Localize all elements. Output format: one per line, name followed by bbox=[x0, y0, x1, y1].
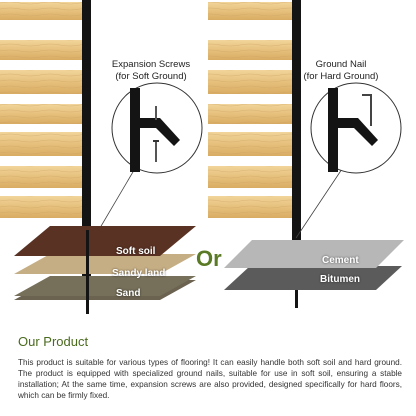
right-fence-post bbox=[292, 0, 301, 268]
caption-title: Ground Nail bbox=[315, 59, 367, 70]
soft-soil-layer bbox=[14, 226, 196, 256]
ground-nail-caption: Ground Nail (for Hard Ground) bbox=[286, 59, 396, 83]
expansion-screws-caption: Expansion Screws (for Soft Ground) bbox=[96, 59, 206, 83]
product-section: Our Product This product is suitable for… bbox=[18, 334, 402, 401]
ground-nail-detail bbox=[310, 82, 402, 174]
caption-title: Expansion Screws bbox=[111, 59, 191, 70]
bitumen-label: Bitumen bbox=[320, 274, 360, 285]
cement-layer bbox=[224, 240, 404, 268]
sandy-land-label: Sandy land bbox=[112, 268, 166, 279]
sand-layer bbox=[14, 276, 196, 296]
cement-label: Cement bbox=[322, 255, 359, 266]
product-description: This product is suitable for various typ… bbox=[18, 358, 402, 400]
left-fence-post bbox=[82, 0, 91, 300]
right-fence-panel bbox=[208, 2, 292, 218]
bitumen-layer bbox=[224, 266, 402, 290]
caption-subtitle: (for Hard Ground) bbox=[303, 71, 379, 82]
product-heading: Our Product bbox=[18, 334, 89, 349]
left-fence-panel bbox=[0, 2, 82, 218]
sandy-land-layer bbox=[14, 254, 196, 274]
or-label: Or bbox=[196, 246, 222, 271]
soft-ground-layers bbox=[14, 226, 196, 300]
expansion-screw-detail bbox=[111, 82, 203, 174]
sand-label: Sand bbox=[116, 288, 141, 299]
caption-subtitle: (for Soft Ground) bbox=[115, 71, 187, 82]
hard-ground-layers bbox=[224, 240, 404, 290]
soft-soil-label: Soft soil bbox=[116, 246, 156, 257]
